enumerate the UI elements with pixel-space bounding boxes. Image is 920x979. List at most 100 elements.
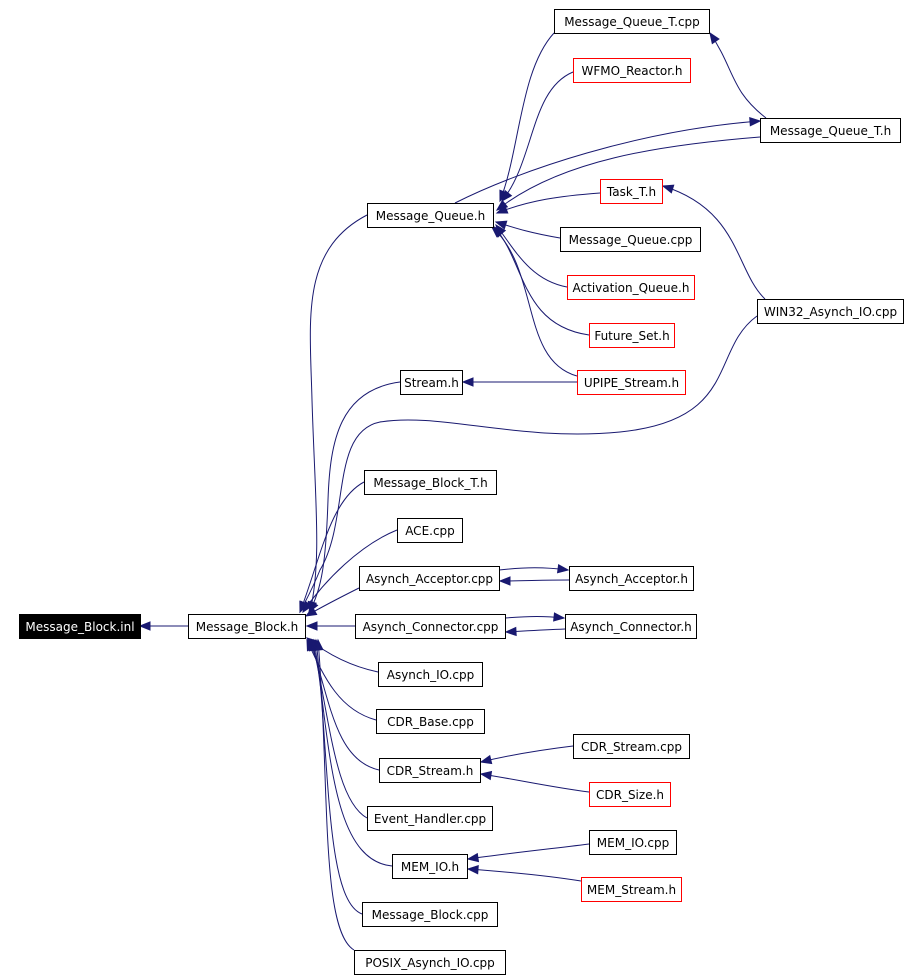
node-label: Message_Block.cpp (372, 908, 489, 922)
node-message-queue-t-cpp[interactable]: Message_Queue_T.cpp (554, 9, 710, 34)
edge-line (480, 745, 574, 763)
node-mem-io-h[interactable]: MEM_IO.h (392, 854, 468, 879)
edge-line (299, 315, 758, 613)
node-cdr-base-cpp[interactable]: CDR_Base.cpp (376, 709, 485, 734)
node-asynch-acceptor-cpp[interactable]: Asynch_Acceptor.cpp (359, 566, 500, 591)
node-event-handler-cpp[interactable]: Event_Handler.cpp (367, 806, 493, 831)
edge-asynch-connector-cpp-to-message-block-h (305, 621, 355, 631)
node-box (560, 227, 701, 252)
node-message-queue-h[interactable]: Message_Queue.h (367, 203, 494, 228)
node-label: Message_Queue.h (376, 209, 485, 223)
arrowhead (504, 626, 517, 637)
edge-line (499, 32, 555, 202)
node-label: MEM_IO.cpp (597, 836, 669, 850)
node-label: Message_Queue_T.h (770, 124, 891, 138)
node-label: Message_Block.inl (25, 620, 134, 634)
edge-line (308, 381, 401, 613)
node-asynch-io-cpp[interactable]: Asynch_IO.cpp (378, 662, 483, 687)
edge-line (467, 843, 590, 860)
node-label: Asynch_Acceptor.cpp (366, 572, 493, 586)
dependency-edges (138, 31, 767, 951)
edge-upipe-stream-h-to-message-queue-h (490, 226, 578, 377)
node-box (392, 854, 468, 879)
edge-line (302, 529, 398, 613)
node-win32-asynch-io-cpp[interactable]: WIN32_Asynch_IO.cpp (757, 299, 904, 324)
node-label: Activation_Queue.h (573, 281, 690, 295)
node-box (757, 299, 904, 324)
arrowhead (749, 117, 762, 127)
node-label: Stream.h (404, 376, 459, 390)
node-box (400, 370, 463, 395)
node-cdr-size-h[interactable]: CDR_Size.h (589, 782, 671, 807)
node-box (589, 830, 677, 855)
edge-message-queue-h-to-message-queue-t-h (454, 117, 762, 204)
node-label: Asynch_Connector.h (570, 620, 692, 634)
edge-asynch-acceptor-cpp-to-message-block-h (304, 587, 360, 617)
edge-line (306, 639, 377, 721)
edge-line (299, 481, 365, 613)
node-label: POSIX_Asynch_IO.cpp (365, 956, 495, 970)
node-message-block-inl: Message_Block.inl (19, 614, 141, 639)
node-box (355, 614, 506, 639)
node-box (367, 806, 493, 831)
node-message-queue-t-h[interactable]: Message_Queue_T.h (760, 118, 901, 143)
node-box (581, 877, 682, 902)
node-message-block-h[interactable]: Message_Block.h (188, 614, 306, 639)
node-message-queue-cpp[interactable]: Message_Queue.cpp (560, 227, 701, 252)
edge-message-queue-t-h-to-message-queue-t-cpp (709, 31, 767, 119)
node-cdr-stream-h[interactable]: CDR_Stream.h (379, 758, 481, 783)
node-label: MEM_IO.h (401, 860, 459, 874)
arrowhead (495, 204, 509, 214)
node-stream-h[interactable]: Stream.h (400, 370, 463, 395)
edge-asynch-connector-cpp-to-asynch-connector-h (504, 612, 566, 622)
node-box (554, 9, 710, 34)
node-label: ACE.cpp (405, 524, 455, 538)
edge-task-t-h-to-message-queue-h (495, 192, 601, 214)
edge-win32-asynch-io-cpp-to-task-t-h (661, 184, 766, 300)
node-box (188, 614, 306, 639)
edge-message-block-h-to-message-block-inl (138, 621, 188, 631)
node-ace-cpp[interactable]: ACE.cpp (397, 518, 463, 543)
node-task-t-h[interactable]: Task_T.h (600, 179, 663, 204)
node-upipe-stream-h[interactable]: UPIPE_Stream.h (577, 370, 686, 395)
arrowhead (498, 576, 511, 586)
node-label: Asynch_Acceptor.h (575, 572, 688, 586)
edge-line (491, 226, 578, 377)
node-label: MEM_Stream.h (587, 883, 676, 897)
node-label: CDR_Stream.cpp (581, 740, 682, 754)
node-message-block-t-h[interactable]: Message_Block_T.h (364, 470, 497, 495)
node-activation-queue-h[interactable]: Activation_Queue.h (567, 275, 695, 300)
edge-asynch-acceptor-h-to-asynch-acceptor-cpp (498, 576, 570, 586)
edge-mem-stream-h-to-mem-io-h (466, 865, 582, 882)
arrowhead (466, 865, 479, 875)
node-mem-stream-h[interactable]: MEM_Stream.h (581, 877, 682, 902)
node-label: Asynch_IO.cpp (387, 668, 475, 682)
arrowhead (461, 377, 474, 387)
node-asynch-acceptor-h[interactable]: Asynch_Acceptor.h (569, 566, 694, 591)
node-mem-io-cpp[interactable]: MEM_IO.cpp (589, 830, 677, 855)
node-message-block-cpp[interactable]: Message_Block.cpp (362, 902, 498, 927)
node-box (359, 566, 500, 591)
node-posix-asynch-io-cpp[interactable]: POSIX_Asynch_IO.cpp (354, 950, 506, 975)
node-wfmo-reactor-h[interactable]: WFMO_Reactor.h (573, 58, 691, 83)
edge-line (709, 32, 767, 119)
node-asynch-connector-cpp[interactable]: Asynch_Connector.cpp (355, 614, 506, 639)
node-box (569, 566, 694, 591)
node-label: Message_Block.h (196, 620, 298, 634)
edge-line (315, 639, 363, 915)
node-cdr-stream-cpp[interactable]: CDR_Stream.cpp (573, 734, 690, 759)
node-box (19, 614, 141, 639)
arrowhead (138, 621, 151, 631)
edge-message-queue-t-cpp-to-message-queue-h (499, 32, 555, 203)
arrowhead (553, 612, 566, 622)
arrowhead (479, 754, 493, 765)
edge-line (309, 639, 380, 771)
node-label: Message_Queue.cpp (569, 233, 693, 247)
arrowhead (494, 220, 508, 230)
edge-line (501, 71, 574, 202)
node-asynch-connector-h[interactable]: Asynch_Connector.h (565, 614, 697, 639)
edge-line (467, 868, 582, 882)
node-box (589, 323, 675, 348)
node-future-set-h[interactable]: Future_Set.h (589, 323, 675, 348)
